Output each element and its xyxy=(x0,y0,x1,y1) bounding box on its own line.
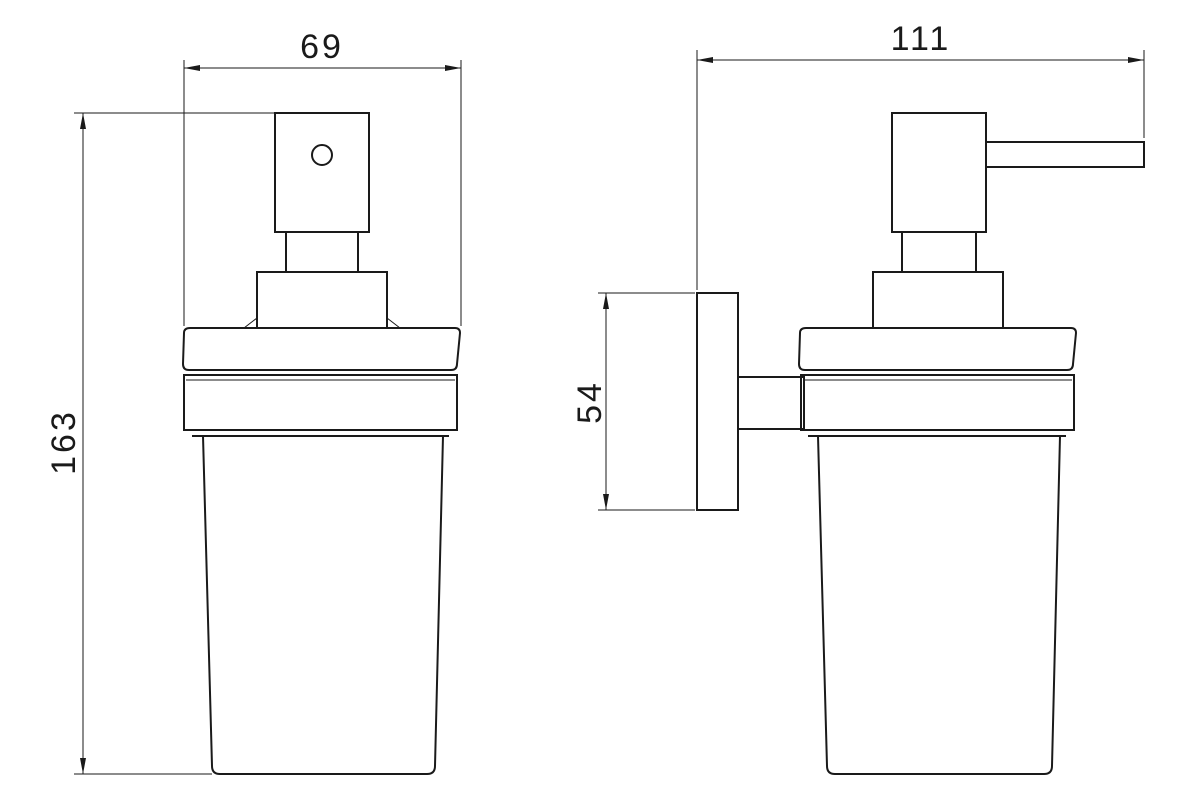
side-pump-neck xyxy=(901,231,977,273)
side-pump-head xyxy=(891,112,987,233)
front-pump-collar xyxy=(256,271,388,329)
dimension-mount-label: 54 xyxy=(571,380,609,424)
dimension-width-front: 69 xyxy=(183,28,462,326)
front-pump-nozzle-hole xyxy=(311,144,333,166)
front-view xyxy=(181,112,462,775)
side-pump-spout xyxy=(985,141,1145,168)
front-pump-neck xyxy=(285,231,359,273)
side-cap xyxy=(797,327,1078,371)
side-pump-collar xyxy=(872,271,1004,329)
front-holder-ring xyxy=(183,374,458,431)
dimension-height-label: 163 xyxy=(45,409,83,475)
dimension-depth-label: 111 xyxy=(891,20,952,58)
dimension-height: 163 xyxy=(45,112,275,775)
front-glass-container xyxy=(202,435,444,775)
dimension-width-label: 69 xyxy=(300,28,344,66)
side-holder-ring xyxy=(800,374,1075,431)
side-mount-arm xyxy=(737,376,805,430)
side-glass-container xyxy=(817,435,1061,775)
front-pump-head xyxy=(274,112,370,233)
dimension-mount-height: 54 xyxy=(571,292,695,511)
front-cap xyxy=(181,327,462,371)
dimension-total-depth: 111 xyxy=(696,20,1145,290)
side-wall-plate xyxy=(696,292,739,511)
side-view xyxy=(696,112,1145,775)
